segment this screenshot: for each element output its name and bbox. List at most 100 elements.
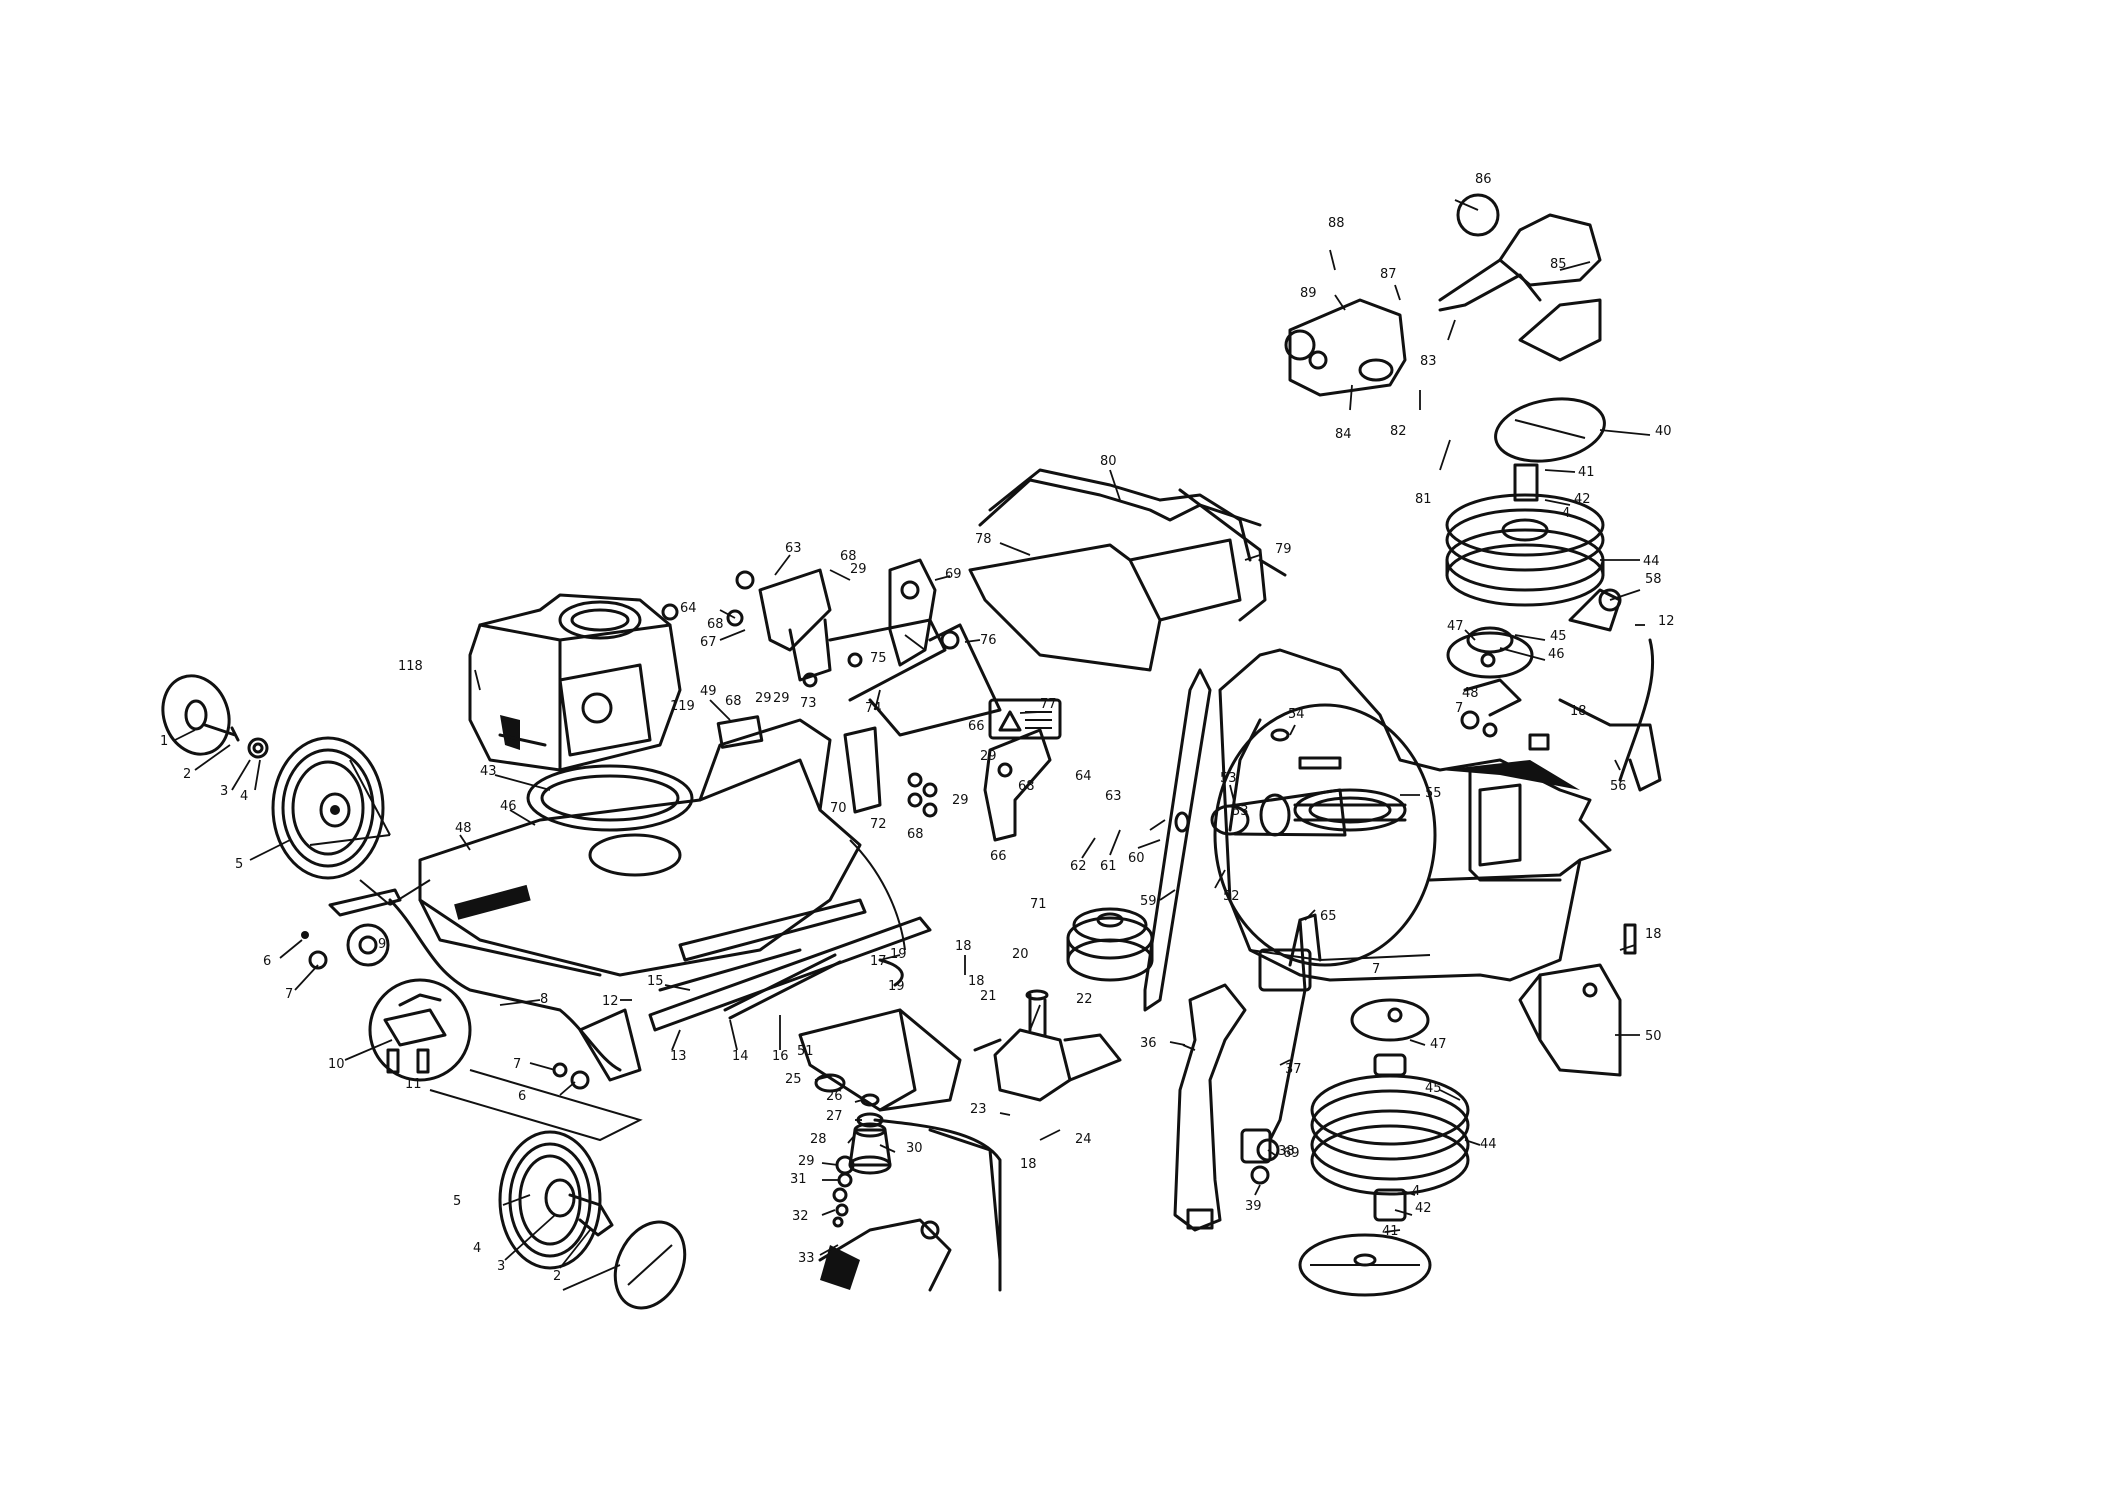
callout-1: 1 <box>160 734 168 749</box>
callout-6-lower: 6 <box>518 1089 526 1104</box>
callout-51: 51 <box>797 1044 814 1059</box>
callout-39: 39 <box>1245 1199 1262 1214</box>
pulley <box>1066 907 1154 982</box>
callout-118: 118 <box>398 659 423 674</box>
callout-7-upper: 7 <box>1455 701 1463 716</box>
callout-18-far: 18 <box>1645 927 1662 942</box>
rear-axle-bracket <box>1528 588 1662 792</box>
callout-33: 33 <box>798 1251 815 1266</box>
height-adjust-linkage <box>301 879 643 1142</box>
callout-68-upper: 68 <box>707 617 724 632</box>
callout-29-label: 29 <box>980 749 997 764</box>
callout-19: 19 <box>888 979 905 994</box>
callout-72: 72 <box>870 817 887 832</box>
callout-24: 24 <box>1075 1132 1092 1147</box>
callout-75: 75 <box>870 651 887 666</box>
leader-lines <box>174 199 1651 1291</box>
callout-29-mid2: 29 <box>773 691 790 706</box>
callout-81: 81 <box>1415 492 1432 507</box>
callout-4-right: 4 <box>1562 506 1570 521</box>
callout-21: 21 <box>980 989 997 1004</box>
callout-4: 4 <box>240 789 248 804</box>
callout-42-lower: 42 <box>1415 1201 1432 1216</box>
callout-19-lower: 19 <box>890 947 907 962</box>
callout-11: 11 <box>405 1077 422 1092</box>
callout-45-lower: 45 <box>1425 1081 1442 1096</box>
callout-7-right: 7 <box>1372 962 1380 977</box>
callout-25: 25 <box>785 1072 802 1087</box>
callout-76: 76 <box>980 633 997 648</box>
callout-63-right: 63 <box>1105 789 1122 804</box>
callout-2-lower: 2 <box>553 1269 561 1284</box>
callout-37: 37 <box>1285 1062 1302 1077</box>
callout-82: 82 <box>1390 424 1407 439</box>
callout-12: 12 <box>602 994 619 1009</box>
callout-77: 77 <box>1040 697 1057 712</box>
callout-labels: 1 2 3 4 5 6 7 8 9 10 11 12 13 14 15 16 1… <box>160 172 1675 1284</box>
callout-64-right: 64 <box>1075 769 1092 784</box>
callout-64: 64 <box>680 601 697 616</box>
callout-56: 56 <box>1610 779 1627 794</box>
callout-29-upper: 29 <box>850 562 867 577</box>
callout-18-mid: 18 <box>968 974 985 989</box>
callout-43: 43 <box>480 764 497 779</box>
callout-70: 70 <box>830 801 847 816</box>
callout-2: 2 <box>183 767 191 782</box>
callout-63: 63 <box>785 541 802 556</box>
callout-68-lower: 68 <box>907 827 924 842</box>
callout-10: 10 <box>328 1057 345 1072</box>
callout-5: 5 <box>235 857 243 872</box>
callout-45: 45 <box>1550 629 1567 644</box>
callout-66: 66 <box>990 849 1007 864</box>
blade <box>1143 668 1212 1012</box>
callout-29: 29 <box>798 1154 815 1169</box>
callout-58: 58 <box>1645 572 1662 587</box>
callout-18-gear: 18 <box>1020 1157 1037 1172</box>
callout-50: 50 <box>1645 1029 1662 1044</box>
callout-85: 85 <box>1550 257 1567 272</box>
callout-83: 83 <box>1420 354 1437 369</box>
callout-42: 42 <box>1574 492 1591 507</box>
callout-44: 44 <box>1643 554 1660 569</box>
gearbox <box>973 989 1122 1102</box>
callout-8: 8 <box>540 992 548 1007</box>
engine <box>468 593 682 772</box>
callout-30: 30 <box>906 1141 923 1156</box>
callout-22: 22 <box>1076 992 1093 1007</box>
callout-53-upper: 53 <box>1232 804 1249 819</box>
callout-26: 26 <box>826 1089 843 1104</box>
callout-36: 36 <box>1140 1036 1157 1051</box>
callout-80: 80 <box>1100 454 1117 469</box>
callout-119: 119 <box>670 699 695 714</box>
bracket-detail <box>368 978 472 1082</box>
callout-18: 18 <box>955 939 972 954</box>
callout-44-lower: 44 <box>1480 1137 1497 1152</box>
callout-48: 48 <box>455 821 472 836</box>
rear-right-wheel-lower <box>1298 998 1470 1297</box>
mower-housing <box>1213 648 1612 982</box>
callout-69-lower: 69 <box>1283 1146 1300 1161</box>
callout-13: 13 <box>670 1049 687 1064</box>
callout-32: 32 <box>792 1209 809 1224</box>
callout-46-right: 46 <box>1548 647 1565 662</box>
callout-61: 61 <box>1100 859 1117 874</box>
callout-17: 17 <box>870 954 887 969</box>
actuator-links <box>648 898 932 1032</box>
callout-29-mid: 29 <box>755 691 772 706</box>
callout-52: 52 <box>1223 889 1240 904</box>
grass-collector <box>968 468 1287 672</box>
rear-left-wheel-assembly <box>498 1130 687 1310</box>
callout-68-mid: 68 <box>725 694 742 709</box>
callout-27: 27 <box>826 1109 843 1124</box>
callout-84: 84 <box>1335 427 1352 442</box>
callout-60: 60 <box>1128 851 1145 866</box>
callout-73: 73 <box>800 696 817 711</box>
spindle-assembly <box>1210 728 1407 837</box>
callout-40: 40 <box>1655 424 1672 439</box>
callout-20: 20 <box>1012 947 1029 962</box>
callout-3: 3 <box>220 784 228 799</box>
callout-7-lower: 7 <box>513 1057 521 1072</box>
callout-18-right: 18 <box>1570 704 1587 719</box>
callout-89: 89 <box>1300 286 1317 301</box>
callout-4-lower-right: 4 <box>1412 1184 1420 1199</box>
